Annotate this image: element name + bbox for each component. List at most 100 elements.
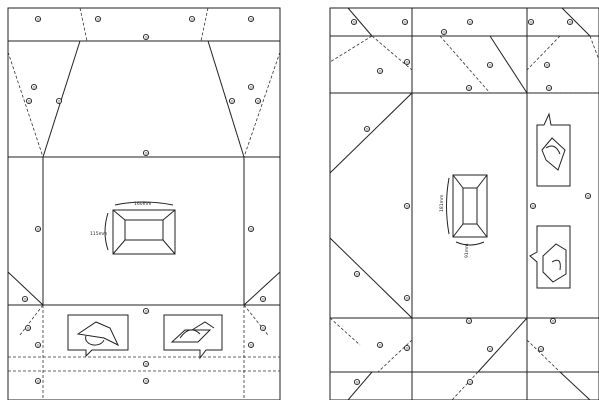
right-marker-label-9: ⊙ — [488, 63, 491, 68]
dimension-height-label: 115mm — [90, 231, 107, 237]
right-marker-label-10: ⊙ — [545, 63, 548, 68]
left-marker-label-12: ⊙ — [144, 151, 147, 156]
right-marker-9: ⊙ — [486, 61, 494, 69]
left-marker-13: ⊙ — [34, 225, 42, 233]
right-marker-4: ⊙ — [466, 18, 474, 26]
left-marker-label-2: ⊙ — [96, 17, 99, 22]
right-marker-label-25: ⊙ — [355, 380, 358, 385]
left-envelope-illustration: 160mm 115mm — [90, 201, 176, 255]
right-marker-8: ⊙ — [403, 58, 411, 66]
left-marker-label-5: ⊙ — [249, 17, 252, 22]
left-marker-label-13: ⊙ — [36, 227, 39, 232]
left-marker-label-7: ⊙ — [57, 99, 60, 104]
right-marker-label-4: ⊙ — [468, 20, 471, 25]
dimension-tall-width-label: 91mm — [464, 244, 470, 259]
dimension-tall-height-label: 181mm — [439, 195, 445, 212]
left-marker-8: ⊙ — [25, 97, 33, 105]
right-marker-label-5: ⊙ — [529, 20, 532, 25]
right-marker-label-13: ⊙ — [365, 127, 368, 132]
left-marker-14: ⊙ — [247, 225, 255, 233]
right-marker-label-26: ⊙ — [468, 380, 471, 385]
right-marker-label-24: ⊙ — [539, 347, 542, 352]
left-marker-label-20: ⊙ — [36, 343, 39, 348]
left-marker-label-10: ⊙ — [230, 99, 233, 104]
left-marker-10: ⊙ — [228, 97, 236, 105]
right-marker-7: ⊙ — [376, 67, 384, 75]
right-marker-3: ⊙ — [440, 28, 448, 36]
right-marker-20: ⊙ — [549, 317, 557, 325]
right-marker-label-18: ⊙ — [405, 296, 408, 301]
left-marker-label-1: ⊙ — [36, 17, 39, 22]
left-sheet-outline — [7, 7, 281, 401]
right-marker-5: ⊙ — [527, 18, 535, 26]
left-marker-3: ⊙ — [142, 33, 150, 41]
left-marker-label-3: ⊙ — [144, 35, 147, 40]
right-marker-label-15: ⊙ — [531, 204, 534, 209]
right-marker-11: ⊙ — [465, 84, 473, 92]
right-marker-14: ⊙ — [403, 202, 411, 210]
left-marker-6: ⊙ — [30, 83, 38, 91]
left-alignment-markers: ⊙ ⊙ ⊙ ⊙ ⊙ ⊙ ⊙ ⊙ ⊙ ⊙ ⊙ ⊙ ⊙ ⊙ ⊙ ⊙ ⊙ ⊙ ⊙ ⊙ ⊙ ⊙ ⊙ ⊙ — [21, 15, 267, 385]
left-marker-11: ⊙ — [254, 97, 262, 105]
right-marker-label-14: ⊙ — [405, 204, 408, 209]
fold-step-callout-lower — [529, 225, 571, 289]
right-sheet-outline — [329, 7, 599, 401]
right-alignment-markers: ⊙⊙⊙⊙⊙⊙⊙⊙⊙⊙⊙⊙⊙⊙⊙⊙⊙⊙⊙⊙⊙⊙⊙⊙⊙⊙ — [350, 18, 592, 386]
left-marker-18: ⊙ — [24, 324, 32, 332]
left-marker-19: ⊙ — [259, 324, 267, 332]
right-marker-25: ⊙ — [353, 378, 361, 386]
right-marker-label-8: ⊙ — [405, 60, 408, 65]
right-marker-label-20: ⊙ — [551, 319, 554, 324]
right-marker-13: ⊙ — [363, 125, 371, 133]
right-marker-label-3: ⊙ — [442, 30, 445, 35]
left-marker-20: ⊙ — [34, 341, 42, 349]
right-marker-label-23: ⊙ — [488, 347, 491, 352]
right-marker-26: ⊙ — [466, 378, 474, 386]
right-marker-label-16: ⊙ — [586, 194, 589, 199]
right-marker-15: ⊙ — [529, 202, 537, 210]
right-marker-22: ⊙ — [403, 344, 411, 352]
left-marker-label-17: ⊙ — [144, 309, 147, 314]
right-template: 181mm 91mm ⊙⊙⊙⊙⊙⊙⊙⊙⊙⊙⊙⊙⊙⊙⊙⊙⊙⊙⊙⊙⊙⊙⊙⊙⊙⊙ — [329, 7, 599, 401]
fold-step-callout-upper — [536, 112, 571, 187]
left-template: 160mm 115mm ⊙ ⊙ ⊙ ⊙ ⊙ ⊙ ⊙ ⊙ ⊙ ⊙ ⊙ ⊙ ⊙ ⊙ ⊙ ⊙ ⊙ ⊙ ⊙ ⊙ ⊙ ⊙ ⊙ ⊙ — [7, 7, 281, 401]
left-marker-label-6: ⊙ — [32, 85, 35, 90]
left-marker-label-19: ⊙ — [261, 326, 264, 331]
right-marker-12: ⊙ — [545, 84, 553, 92]
right-marker-18: ⊙ — [403, 294, 411, 302]
dimension-width-label: 160mm — [134, 201, 151, 207]
left-marker-label-18: ⊙ — [26, 326, 29, 331]
left-marker-label-21: ⊙ — [249, 343, 252, 348]
right-marker-2: ⊙ — [401, 18, 409, 26]
left-marker-label-24: ⊙ — [144, 379, 147, 384]
left-marker-label-8: ⊙ — [27, 99, 30, 104]
left-marker-label-15: ⊙ — [23, 297, 26, 302]
left-marker-7: ⊙ — [55, 97, 63, 105]
left-marker-label-16: ⊙ — [261, 297, 264, 302]
right-marker-24: ⊙ — [537, 345, 545, 353]
right-marker-label-21: ⊙ — [378, 343, 381, 348]
left-marker-5: ⊙ — [247, 15, 255, 23]
fold-step-callout-left — [67, 314, 129, 358]
left-marker-label-9: ⊙ — [249, 85, 252, 90]
right-marker-label-11: ⊙ — [467, 86, 470, 91]
left-marker-2: ⊙ — [94, 15, 102, 23]
left-marker-1: ⊙ — [34, 15, 42, 23]
left-marker-label-11: ⊙ — [256, 99, 259, 104]
right-marker-label-2: ⊙ — [403, 20, 406, 25]
right-marker-label-19: ⊙ — [467, 319, 470, 324]
left-marker-9: ⊙ — [247, 83, 255, 91]
left-marker-16: ⊙ — [259, 295, 267, 303]
left-marker-label-4: ⊙ — [190, 17, 193, 22]
left-marker-22: ⊙ — [142, 360, 150, 368]
right-marker-16: ⊙ — [584, 192, 592, 200]
right-marker-19: ⊙ — [465, 317, 473, 325]
fold-step-callout-right — [163, 314, 223, 360]
right-marker-label-6: ⊙ — [568, 20, 571, 25]
right-marker-label-17: ⊙ — [355, 272, 358, 277]
right-marker-label-12: ⊙ — [547, 86, 550, 91]
right-marker-10: ⊙ — [543, 61, 551, 69]
left-marker-label-23: ⊙ — [36, 379, 39, 384]
right-marker-label-22: ⊙ — [405, 346, 408, 351]
